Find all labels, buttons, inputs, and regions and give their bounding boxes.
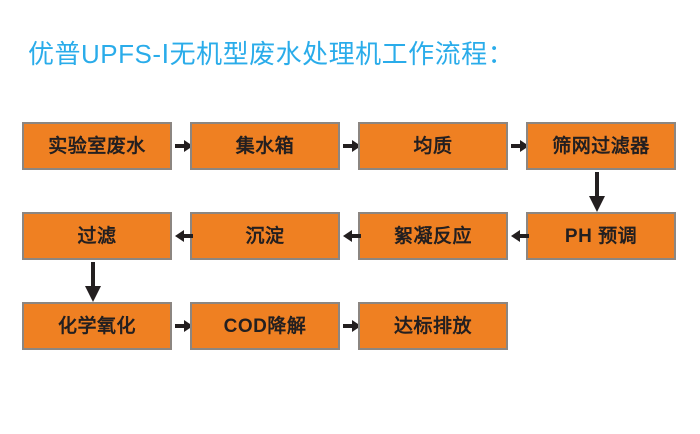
node-label: COD降解 <box>223 315 307 337</box>
arrow-right-icon <box>175 139 193 153</box>
node-label: 过滤 <box>77 225 117 247</box>
process-node-lab-wastewater: 实验室废水 <box>22 122 172 170</box>
arrow-right-icon <box>511 139 529 153</box>
node-label: 达标排放 <box>393 315 472 337</box>
process-node-sedimentation: 沉淀 <box>190 212 340 260</box>
node-label: 筛网过滤器 <box>552 135 650 157</box>
process-node-compliant-discharge: 达标排放 <box>358 302 508 350</box>
node-label: 化学氧化 <box>57 315 136 337</box>
process-node-flocculation: 絮凝反应 <box>358 212 508 260</box>
node-label: PH 预调 <box>564 225 638 247</box>
arrow-left-icon <box>511 229 529 243</box>
arrow-right-icon <box>175 319 193 333</box>
page-title: 优普UPFS-Ⅰ无机型废水处理机工作流程： <box>28 39 515 69</box>
arrow-down-icon <box>85 262 101 302</box>
arrow-right-icon <box>343 319 361 333</box>
node-label: 均质 <box>413 135 453 157</box>
node-label: 沉淀 <box>245 225 285 247</box>
node-label: 实验室废水 <box>48 135 146 157</box>
node-label: 集水箱 <box>235 135 295 157</box>
process-node-filtration: 过滤 <box>22 212 172 260</box>
process-node-ph-preadjust: PH 预调 <box>526 212 676 260</box>
arrow-left-icon <box>175 229 193 243</box>
arrow-down-icon <box>589 172 605 212</box>
arrow-right-icon <box>343 139 361 153</box>
process-node-chemical-oxidation: 化学氧化 <box>22 302 172 350</box>
process-node-homogenization: 均质 <box>358 122 508 170</box>
arrow-left-icon <box>343 229 361 243</box>
process-node-screen-filter: 筛网过滤器 <box>526 122 676 170</box>
process-node-cod-degradation: COD降解 <box>190 302 340 350</box>
process-node-collection-tank: 集水箱 <box>190 122 340 170</box>
node-label: 絮凝反应 <box>393 225 472 247</box>
